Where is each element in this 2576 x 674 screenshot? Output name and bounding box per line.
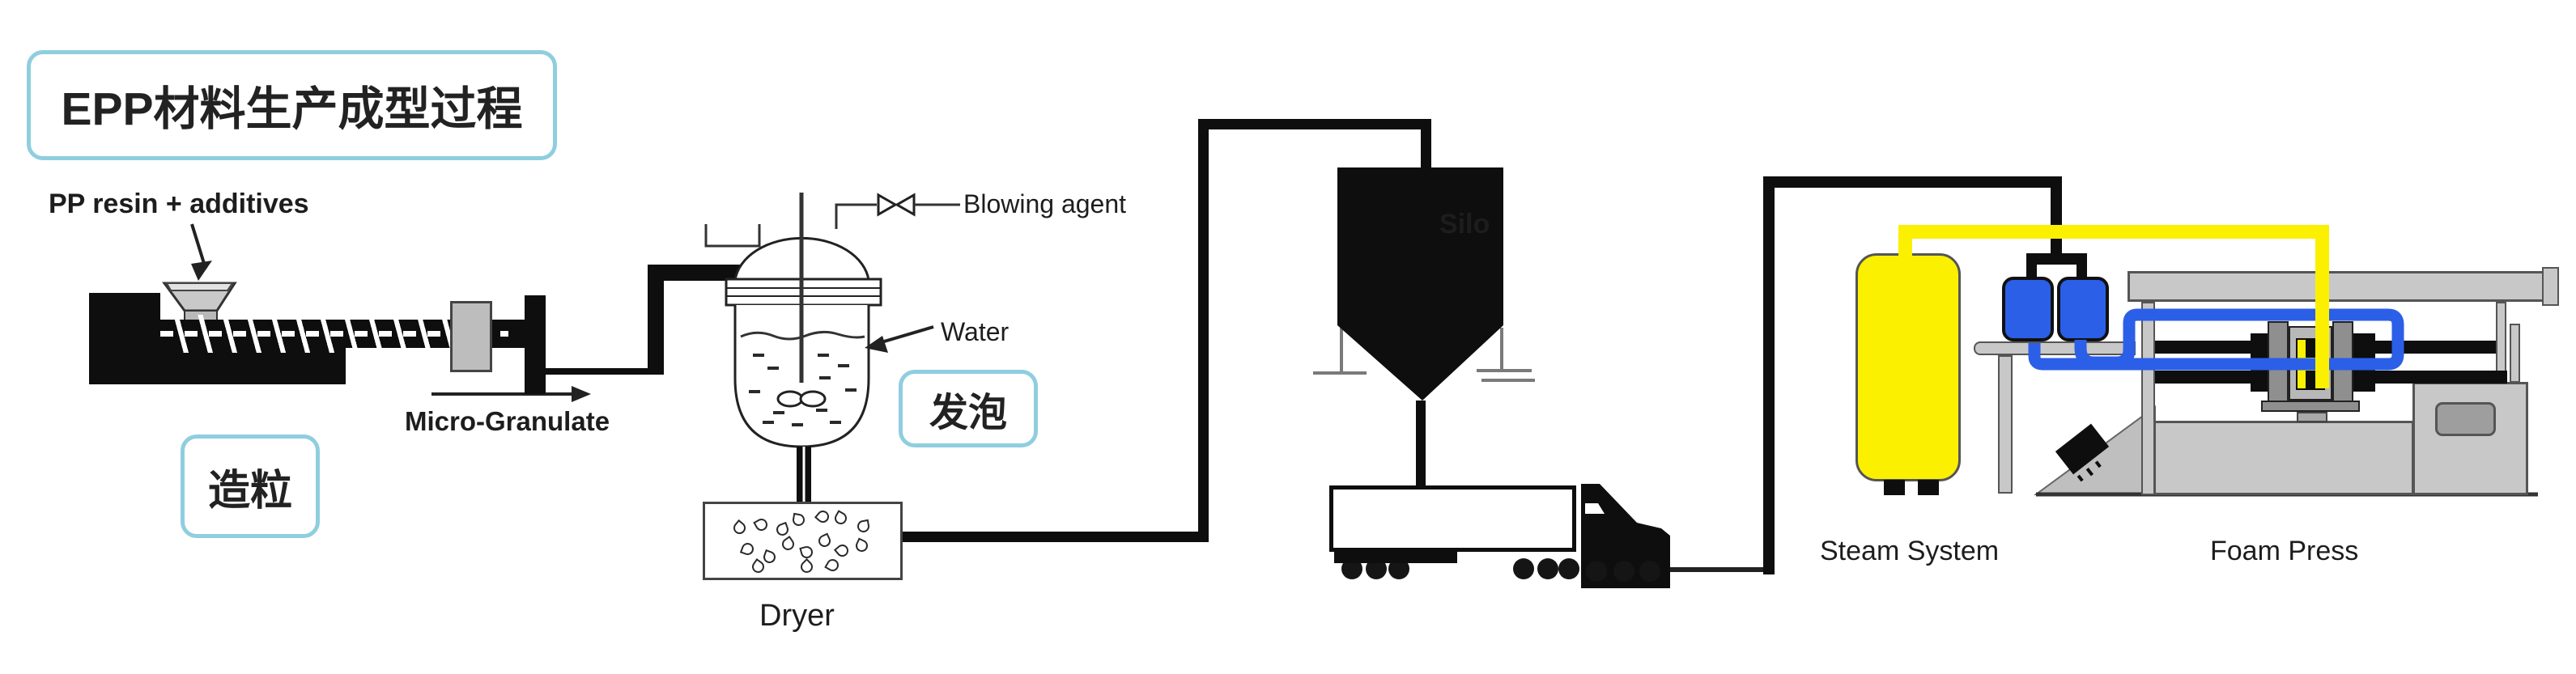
- hopper-icon: [162, 282, 237, 322]
- pipe-extruder-out: [546, 368, 651, 375]
- page-title: EPP材料生产成型过程: [61, 83, 523, 135]
- particle-dashes: [749, 354, 857, 426]
- tank-bracket-bar: [2026, 253, 2087, 265]
- foaming-box: 发泡: [899, 370, 1038, 447]
- arrow-down-icon: [190, 223, 212, 281]
- tank-bracket-arm-left: [2026, 253, 2037, 279]
- tank-bracket-arm-right: [2077, 253, 2087, 279]
- die-block: [450, 301, 492, 372]
- mold-pedestal: [2297, 412, 2327, 422]
- press-column-left: [2141, 302, 2155, 495]
- foaming-label: 发泡: [929, 392, 1007, 434]
- pipe-press-top: [1763, 176, 2062, 188]
- press-bed: [2153, 421, 2414, 495]
- pipe-riser-silo: [1198, 119, 1209, 542]
- label-steam-system: Steam System: [1820, 536, 2000, 566]
- trailer-chassis: [1334, 551, 1457, 563]
- steam-tank: [1855, 253, 1961, 481]
- silo-legs: [1313, 328, 1535, 382]
- arrow-right-icon: [431, 386, 591, 402]
- label-water: Water: [941, 317, 1010, 346]
- platen-block: [2353, 333, 2375, 361]
- truck-trailer: [1329, 485, 1576, 552]
- press-control-tower: [2412, 382, 2528, 495]
- extruder-body: [89, 348, 346, 384]
- label-dryer: Dryer: [759, 599, 835, 633]
- granulation-box: 造粒: [181, 434, 320, 538]
- label-foam-press: Foam Press: [2210, 536, 2359, 566]
- valve-icon: [835, 193, 960, 229]
- press-top-beam: [2128, 271, 2559, 302]
- label-pp-resin: PP resin + additives: [49, 189, 309, 219]
- arrow-water-icon: [865, 325, 934, 353]
- control-panel: [2435, 402, 2496, 436]
- dryer-box: [703, 502, 903, 580]
- truck: [1341, 484, 1769, 588]
- mold-base-plate: [2261, 401, 2360, 412]
- pipe-top-silo: [1198, 119, 1431, 129]
- label-micro-granulate: Micro-Granulate: [405, 406, 610, 436]
- molded-part-icon: [2055, 423, 2110, 482]
- tank-shelf-leg: [1998, 355, 2013, 494]
- steam-tank-foot-left: [1884, 480, 1905, 495]
- press-beam-endcap: [2542, 267, 2559, 306]
- screw-shaft: [160, 331, 508, 337]
- blue-tank-left: [2002, 277, 2054, 341]
- foaming-vessel: [704, 193, 882, 503]
- pipe-press-riser: [1763, 176, 1775, 574]
- label-silo: Silo: [1439, 209, 1490, 240]
- label-blowing-agent: Blowing agent: [963, 189, 1127, 218]
- steam-tank-foot-right: [1918, 480, 1939, 495]
- steam-pipe-vertical: [2315, 225, 2329, 388]
- steam-pipe-horizontal: [1898, 225, 2329, 239]
- pipe-dryer-out: [903, 532, 1202, 542]
- silo-body: [1337, 167, 1503, 401]
- title-box: EPP材料生产成型过程: [27, 50, 557, 160]
- pipe-silo-drop: [1421, 119, 1431, 171]
- extruder-end-plate: [525, 295, 546, 394]
- granulation-label: 造粒: [207, 467, 292, 515]
